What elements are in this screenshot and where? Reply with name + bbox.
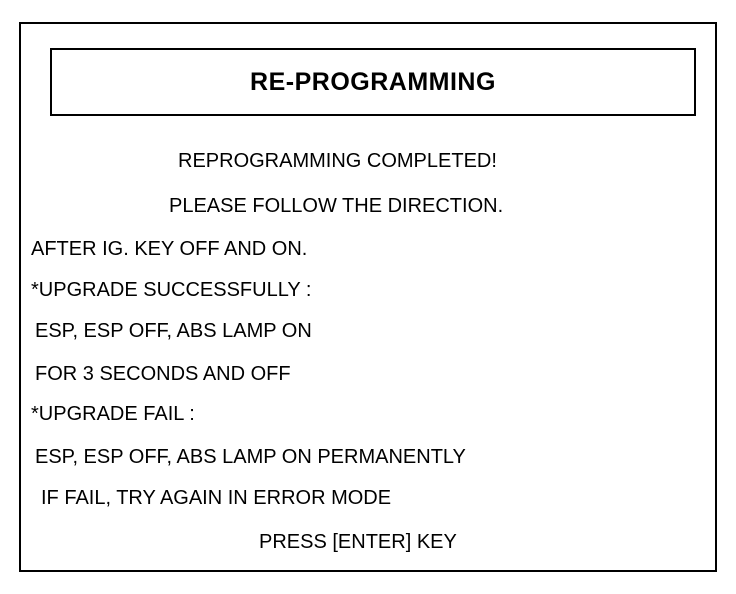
- success-heading: *UPGRADE SUCCESSFULLY :: [31, 279, 312, 301]
- page-title: RE-PROGRAMMING: [250, 67, 496, 96]
- fail-detail: ESP, ESP OFF, ABS LAMP ON PERMANENTLY: [35, 446, 466, 468]
- direction-message: PLEASE FOLLOW THE DIRECTION.: [169, 195, 504, 217]
- title-box: RE-PROGRAMMING: [50, 48, 696, 116]
- instruction-line: AFTER IG. KEY OFF AND ON.: [31, 238, 308, 260]
- fail-heading: *UPGRADE FAIL :: [31, 403, 195, 425]
- success-detail-1: ESP, ESP OFF, ABS LAMP ON: [35, 320, 312, 342]
- retry-hint: IF FAIL, TRY AGAIN IN ERROR MODE: [41, 487, 392, 509]
- reprogramming-screen: RE-PROGRAMMING REPROGRAMMING COMPLETED! …: [19, 22, 717, 572]
- enter-key-prompt[interactable]: PRESS [ENTER] KEY: [259, 531, 457, 553]
- success-detail-2: FOR 3 SECONDS AND OFF: [35, 363, 291, 385]
- completed-message: REPROGRAMMING COMPLETED!: [178, 150, 497, 172]
